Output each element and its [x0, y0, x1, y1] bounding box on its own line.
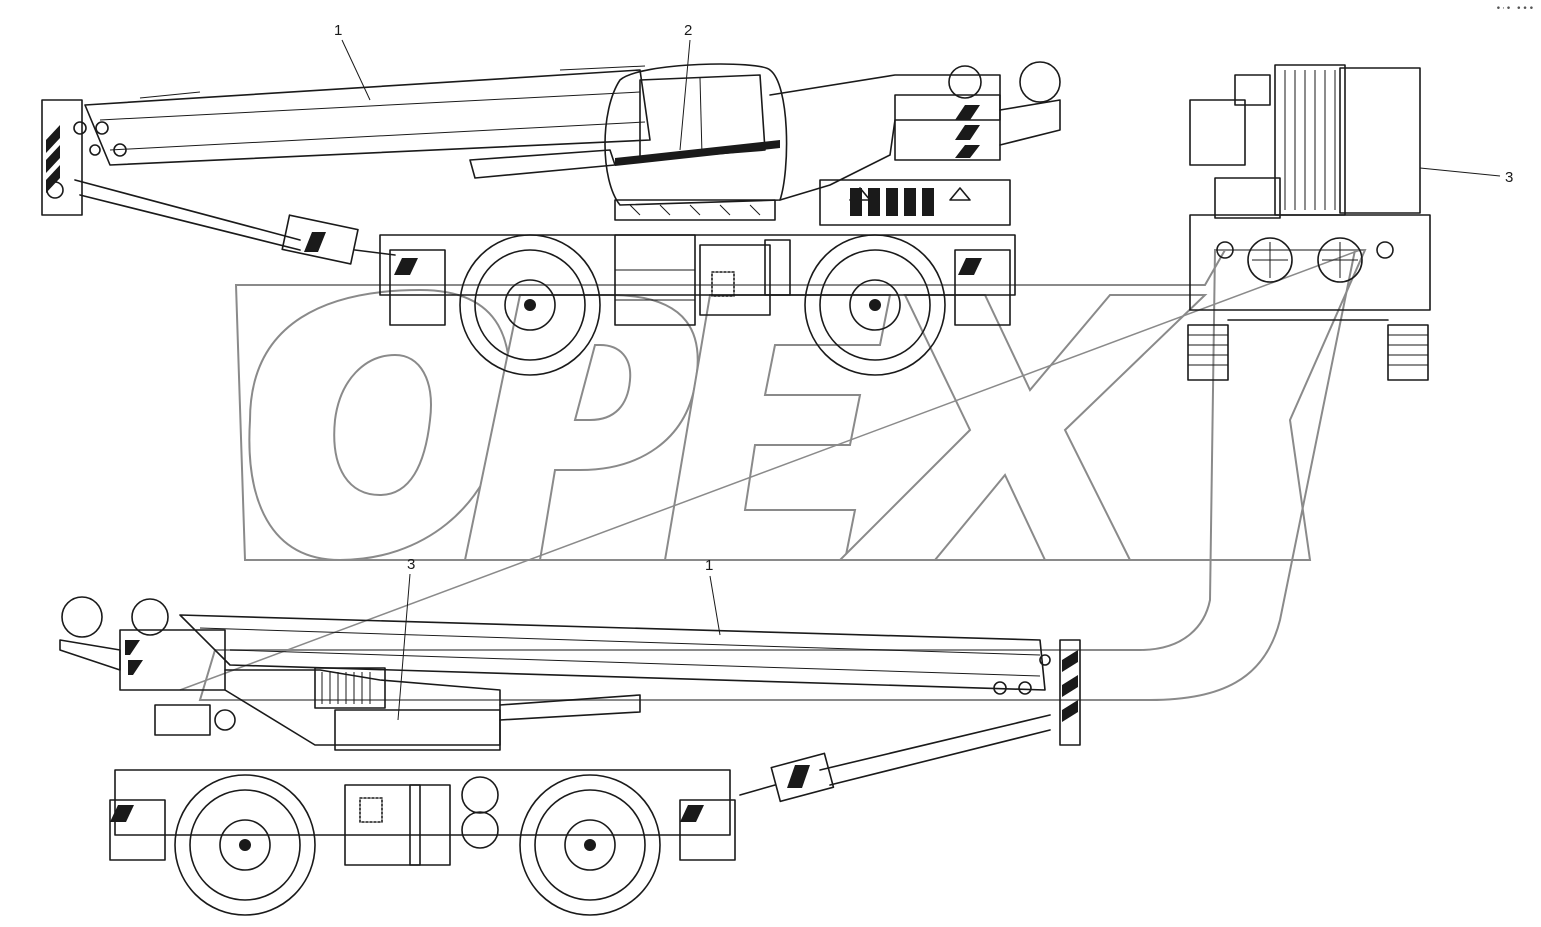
rear-wheel-top [804, 234, 946, 376]
boom-bottom [179, 614, 1081, 803]
callout-label: 2 [684, 22, 692, 39]
chassis-bottom [109, 769, 736, 866]
callout-label: 1 [705, 557, 713, 574]
side-view-top [41, 61, 1061, 376]
callout-boom-bottom: 1 [705, 557, 721, 636]
toolbar-dots: •·• ••• [1495, 4, 1535, 14]
callout-counterweight-bottom: 3 [397, 556, 415, 721]
callout-label: 3 [407, 556, 415, 573]
superstructure-top [769, 61, 1061, 226]
cab-top [604, 63, 788, 221]
callout-boom-top: 1 [334, 22, 371, 101]
callout-cab-top: 2 [679, 22, 692, 151]
front-wheel-bottom [174, 774, 316, 916]
chassis-top [379, 234, 1016, 326]
superstructure-bottom [59, 596, 641, 751]
rear-wheel-bottom [519, 774, 661, 916]
front-wheel-top [459, 234, 601, 376]
boom-top [41, 65, 651, 265]
callout-counterweight-rear: 3 [1419, 167, 1513, 186]
rear-view [1187, 64, 1431, 381]
callout-label: 1 [334, 22, 342, 39]
watermark [179, 249, 1367, 701]
hoist-cylinder-top [469, 149, 616, 179]
callout-label: 3 [1505, 169, 1513, 186]
side-view-bottom [59, 596, 1081, 916]
